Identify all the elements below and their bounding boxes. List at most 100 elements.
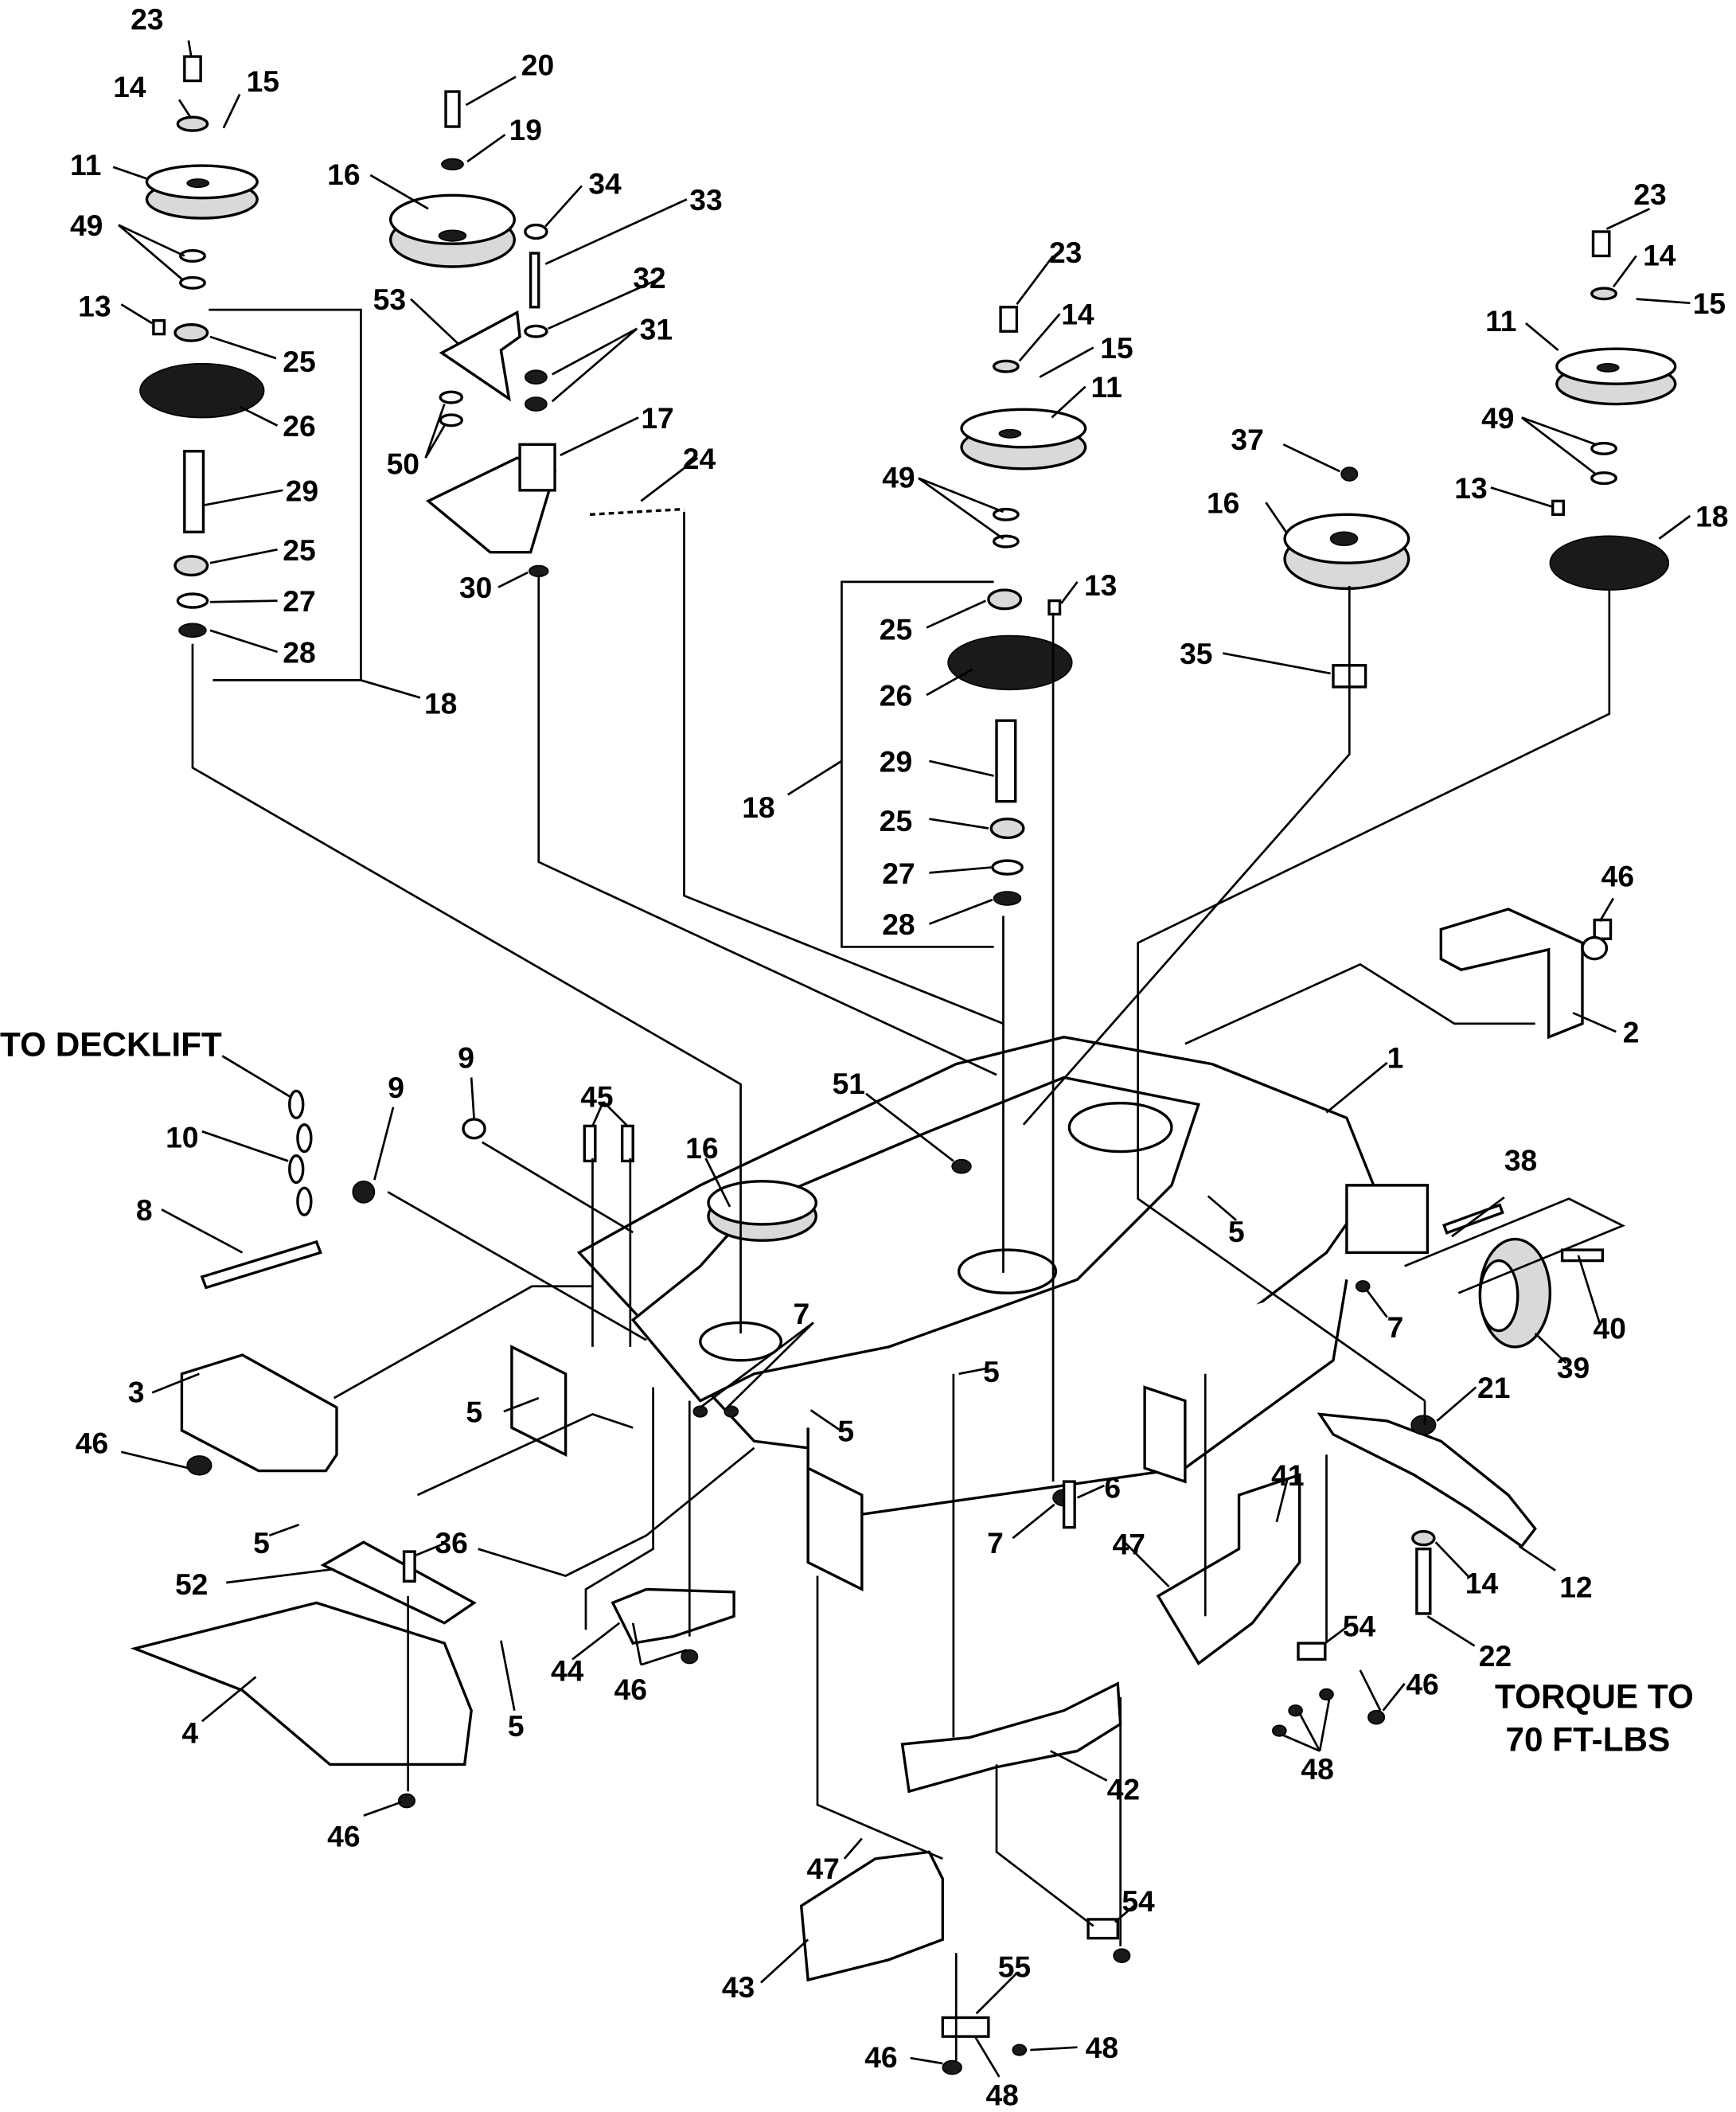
callout-label: 14 (1061, 298, 1094, 331)
callout-label: 16 (327, 158, 360, 191)
callout-label: 5 (837, 1414, 854, 1447)
callout-label: 32 (633, 261, 665, 295)
callout-label: 14 (1465, 1567, 1499, 1600)
callout-label: 36 (435, 1526, 467, 1560)
baffle-43 (799, 1850, 945, 1982)
anti-scalp-wheel (1442, 1203, 1605, 1349)
callout-label: 14 (113, 70, 146, 103)
callout-label: 24 (683, 442, 716, 475)
callout-label: 43 (722, 1970, 755, 2004)
spacer-21 (1410, 1415, 1437, 1435)
callout-label: 5 (508, 1709, 525, 1743)
callout-label: 18 (424, 687, 457, 720)
belt-cover-left (180, 1353, 338, 1473)
discharge-chute (130, 1601, 473, 1767)
callout-label: 52 (175, 1567, 208, 1601)
torque-note-line-2: 70 FT-LBS (1506, 1720, 1671, 1758)
callout-label: 54 (1343, 1610, 1376, 1643)
leader-lines (191, 308, 1626, 2061)
parts-layer (130, 55, 1677, 2075)
left-spindle-assembly (139, 55, 265, 638)
callout-label: 51 (833, 1067, 865, 1100)
baffle-41 (1156, 1473, 1301, 1665)
callout-label: 46 (76, 1427, 108, 1460)
callout-label: 34 (588, 167, 622, 201)
callout-label: 35 (1180, 637, 1212, 670)
chain-bolt (200, 1239, 322, 1290)
callout-label: 18 (1695, 500, 1728, 533)
callout-label: 48 (1086, 2031, 1118, 2064)
callout-label: 40 (1594, 1312, 1626, 1345)
callout-label: 23 (1633, 178, 1666, 211)
callout-label: 46 (614, 1673, 647, 1706)
callout-label: 2 (1623, 1016, 1640, 1049)
callout-label: 39 (1557, 1351, 1590, 1384)
callout-label: 28 (882, 908, 915, 941)
callout-label: 10 (166, 1120, 198, 1154)
callout-label: 7 (987, 1526, 1004, 1560)
callout-label: 46 (1406, 1667, 1438, 1700)
callout-label: 8 (136, 1193, 153, 1227)
callout-label: 48 (985, 2078, 1018, 2111)
callout-label: 49 (70, 209, 103, 242)
callout-label: 3 (128, 1375, 145, 1408)
callout-label: 27 (283, 584, 315, 618)
callout-label: 15 (1100, 331, 1133, 365)
callout-label: 20 (521, 49, 554, 82)
callout-label: 25 (283, 533, 315, 567)
callout-label: 25 (283, 345, 315, 378)
callout-label: 13 (1454, 471, 1487, 505)
callout-label: 46 (1601, 859, 1634, 892)
nut-9b (462, 1118, 486, 1140)
callout-label: 23 (1049, 236, 1082, 269)
callout-label: 46 (864, 2040, 897, 2074)
callout-label: 11 (1090, 370, 1122, 404)
callout-label: 30 (459, 571, 492, 604)
callout-label: 46 (327, 1820, 360, 1853)
callout-label: 18 (742, 791, 774, 824)
callout-label: 47 (1113, 1527, 1145, 1560)
callout-label: 6 (1104, 1470, 1121, 1504)
callout-label: 12 (1559, 1571, 1592, 1604)
to-decklift-note: TO DECKLIFT (0, 1025, 222, 1063)
callout-label: 7 (1387, 1310, 1404, 1344)
callout-label: 1 (1387, 1041, 1404, 1075)
hardware (186, 918, 1613, 2075)
callout-label: 15 (1693, 287, 1726, 320)
callout-pointers (112, 40, 1691, 2078)
callout-label: 5 (983, 1355, 1000, 1388)
center-spindle-assembly (947, 306, 1087, 906)
callout-label: 17 (641, 401, 673, 435)
callout-label: 22 (1479, 1639, 1512, 1673)
callout-label: 14 (1643, 238, 1676, 271)
callout-label: 5 (1228, 1215, 1245, 1248)
callout-labels: 23 14 15 11 49 13 25 26 29 25 27 28 18 2… (70, 2, 1729, 2111)
callout-label: 26 (283, 409, 315, 443)
callout-label: 27 (882, 857, 915, 890)
callout-label: 26 (880, 679, 912, 712)
callout-label: 16 (685, 1131, 718, 1165)
nut-9a (352, 1180, 376, 1204)
callout-label: 5 (253, 1526, 270, 1560)
callout-label: 49 (882, 460, 915, 494)
callout-label: 29 (880, 744, 912, 778)
callout-label: 11 (70, 148, 101, 182)
callout-label: 13 (78, 290, 111, 323)
callout-label: 19 (509, 113, 542, 146)
callout-label: 50 (387, 447, 419, 481)
callout-label: 25 (880, 613, 912, 646)
callout-label: 15 (247, 64, 279, 98)
callout-label: 9 (388, 1071, 404, 1104)
callout-label: 28 (283, 635, 315, 669)
callout-label: 31 (640, 312, 673, 345)
callout-label: 44 (551, 1653, 584, 1687)
right-idler-pulley (1283, 467, 1410, 689)
callout-label: 4 (181, 1716, 198, 1749)
torque-note-line-1: TORQUE TO (1495, 1677, 1694, 1715)
callout-label: 45 (580, 1080, 613, 1114)
callout-label: 55 (998, 1950, 1031, 1984)
decklift-chain (288, 1089, 313, 1216)
callout-label: 25 (880, 804, 912, 837)
washer-14-blade (1411, 1529, 1436, 1547)
